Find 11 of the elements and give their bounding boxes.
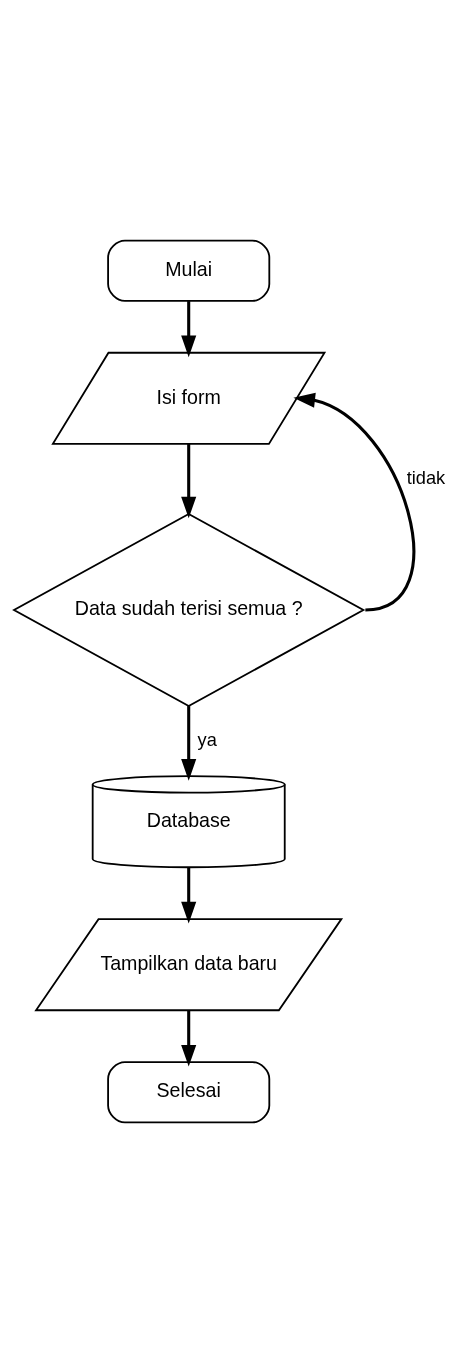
arrow xyxy=(181,443,197,518)
arrow xyxy=(181,300,197,357)
node-diamond: Data sudah terisi semua ? xyxy=(12,512,366,707)
arrow xyxy=(181,1009,197,1067)
arrow xyxy=(181,705,197,781)
arrow xyxy=(181,866,197,923)
edge-label: ya xyxy=(197,729,217,750)
node-box: Selesai xyxy=(107,1060,271,1123)
node-box: Mulai xyxy=(107,239,271,302)
arrow xyxy=(293,392,415,611)
edge-label: tidak xyxy=(406,467,446,488)
